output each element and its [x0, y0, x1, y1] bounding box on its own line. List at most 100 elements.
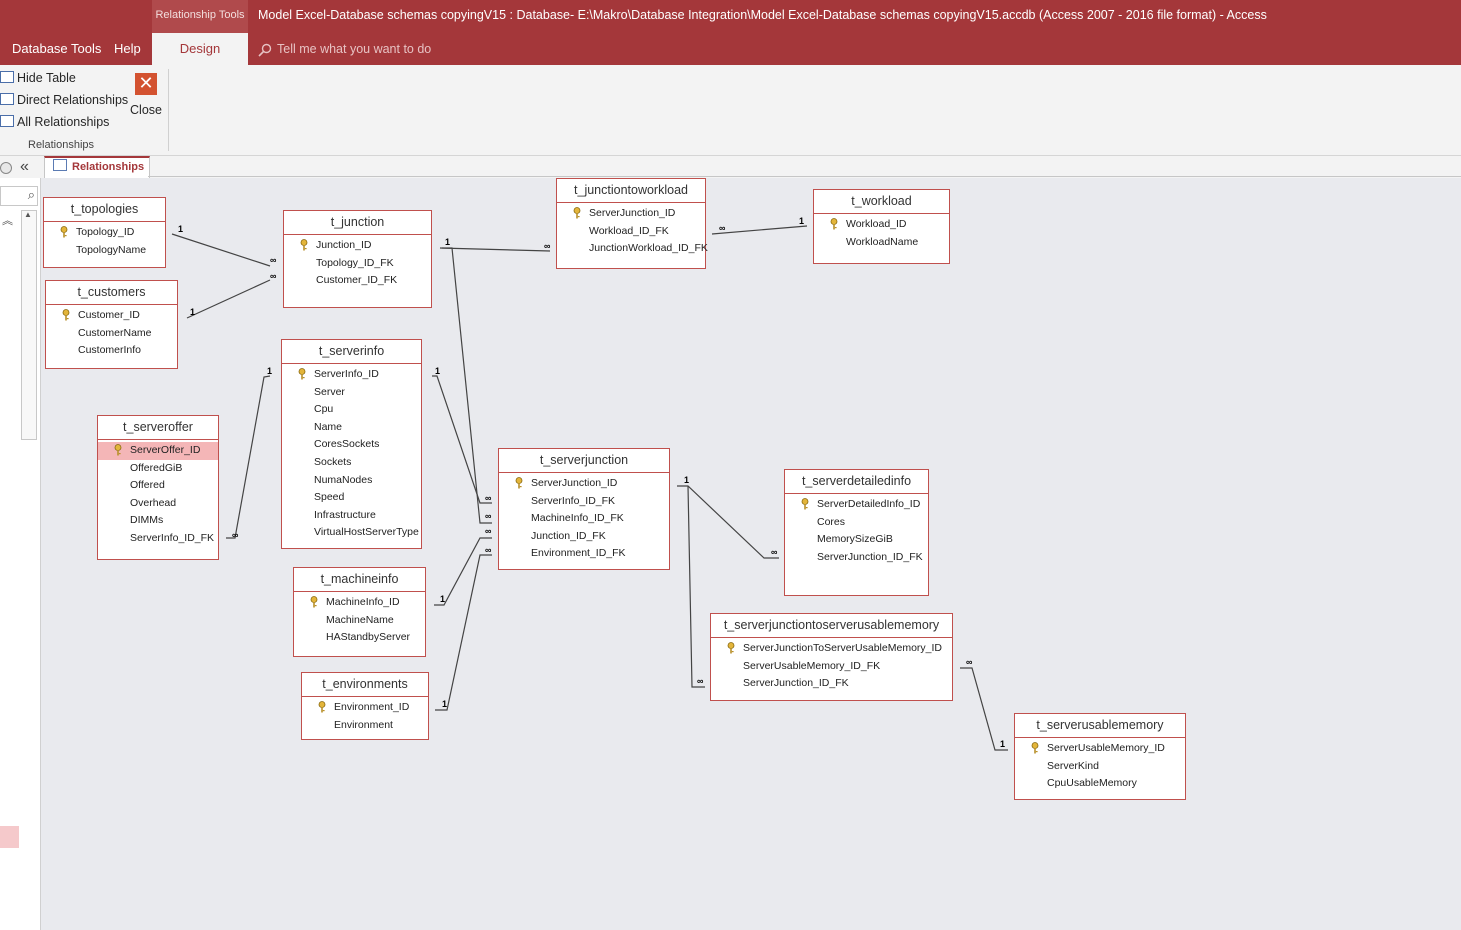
- relationship-line[interactable]: [226, 375, 271, 539]
- chevron-up-icon[interactable]: ︽: [2, 215, 13, 227]
- table-title[interactable]: t_junction: [284, 211, 431, 235]
- nav-dropdown-icon[interactable]: [0, 162, 12, 174]
- relationship-line[interactable]: [171, 233, 271, 267]
- field-row[interactable]: Environment_ID_FK: [499, 545, 669, 563]
- nav-selected-item[interactable]: [0, 826, 19, 848]
- field-row[interactable]: ServerUsableMemory_ID_FK: [711, 658, 952, 676]
- tab-design[interactable]: Design: [152, 33, 248, 65]
- field-row[interactable]: MachineName: [294, 612, 425, 630]
- field-row[interactable]: ServerOffer_ID: [98, 442, 218, 460]
- field-row[interactable]: ServerKind: [1015, 758, 1185, 776]
- table-title[interactable]: t_serveroffer: [98, 416, 218, 440]
- table-title[interactable]: t_serverinfo: [282, 340, 421, 364]
- table-title[interactable]: t_serverjunction: [499, 449, 669, 473]
- table-title[interactable]: t_workload: [814, 190, 949, 214]
- table-title[interactable]: t_serverjunctiontoserverusablememory: [711, 614, 952, 638]
- relationship-line[interactable]: [435, 554, 492, 711]
- field-row[interactable]: Customer_ID_FK: [284, 272, 431, 290]
- relationship-line[interactable]: [186, 279, 271, 319]
- field-row[interactable]: MachineInfo_ID_FK: [499, 510, 669, 528]
- tab-relationships[interactable]: Relationships: [44, 156, 150, 180]
- table-title[interactable]: t_serverusablememory: [1015, 714, 1185, 738]
- field-row[interactable]: Cores: [785, 514, 928, 532]
- field-row[interactable]: Topology_ID: [44, 224, 165, 242]
- field-row[interactable]: OfferedGiB: [98, 460, 218, 478]
- collapse-nav-icon[interactable]: «: [20, 158, 29, 175]
- field-row[interactable]: Topology_ID_FK: [284, 255, 431, 273]
- field-row[interactable]: ServerJunction_ID_FK: [711, 675, 952, 693]
- field-row[interactable]: ServerJunction_ID: [557, 205, 705, 223]
- all-relationships-button[interactable]: All Relationships: [0, 112, 109, 132]
- field-row[interactable]: Server: [282, 384, 421, 402]
- relationship-line[interactable]: [677, 485, 779, 559]
- field-row[interactable]: Environment: [302, 717, 428, 735]
- scroll-up-icon[interactable]: ▲: [24, 210, 32, 219]
- field-row[interactable]: Cpu: [282, 401, 421, 419]
- hide-table-button[interactable]: Hide Table: [0, 68, 76, 88]
- direct-relationships-button[interactable]: Direct Relationships: [0, 90, 128, 110]
- relationship-line[interactable]: [711, 225, 808, 235]
- relationship-line[interactable]: [442, 247, 492, 524]
- field-row[interactable]: Speed: [282, 489, 421, 507]
- table-title[interactable]: t_machineinfo: [294, 568, 425, 592]
- field-row[interactable]: Name: [282, 419, 421, 437]
- field-row[interactable]: ServerInfo_ID_FK: [499, 493, 669, 511]
- field-row[interactable]: CpuUsableMemory: [1015, 775, 1185, 793]
- field-row[interactable]: ServerUsableMemory_ID: [1015, 740, 1185, 758]
- tab-database-tools[interactable]: Database Tools: [12, 41, 102, 56]
- field-row[interactable]: ServerJunction_ID: [499, 475, 669, 493]
- field-row[interactable]: DIMMs: [98, 512, 218, 530]
- field-row[interactable]: Environment_ID: [302, 699, 428, 717]
- table-title[interactable]: t_environments: [302, 673, 428, 697]
- nav-scrollbar[interactable]: [21, 210, 37, 440]
- field-row[interactable]: Sockets: [282, 454, 421, 472]
- table-title[interactable]: t_topologies: [44, 198, 165, 222]
- field-row[interactable]: MemorySizeGiB: [785, 531, 928, 549]
- tab-help[interactable]: Help: [114, 41, 141, 56]
- field-row[interactable]: ServerInfo_ID_FK: [98, 530, 218, 548]
- relationship-line[interactable]: [434, 537, 492, 606]
- relationship-line[interactable]: [432, 375, 492, 504]
- field-row[interactable]: Workload_ID: [814, 216, 949, 234]
- nav-search-input[interactable]: ⌕: [0, 186, 38, 206]
- relationship-line[interactable]: [960, 667, 1008, 751]
- relationship-line[interactable]: [687, 485, 705, 688]
- field-row[interactable]: ServerJunction_ID_FK: [785, 549, 928, 567]
- field-row[interactable]: WorkloadName: [814, 234, 949, 252]
- field-row[interactable]: Customer_ID: [46, 307, 177, 325]
- field-row[interactable]: VirtualHostServerType: [282, 524, 421, 542]
- field-row[interactable]: JunctionWorkload_ID_FK: [557, 240, 708, 258]
- field-row[interactable]: HAStandbyServer: [294, 629, 425, 647]
- field-row[interactable]: Junction_ID_FK: [499, 528, 669, 546]
- field-row[interactable]: NumaNodes: [282, 472, 421, 490]
- field-row[interactable]: Overhead: [98, 495, 218, 513]
- relationship-line[interactable]: [439, 247, 551, 252]
- table-title[interactable]: t_customers: [46, 281, 177, 305]
- field-row[interactable]: CoresSockets: [282, 436, 421, 454]
- field-row[interactable]: Junction_ID: [284, 237, 431, 255]
- close-button[interactable]: ✕ Close: [128, 73, 164, 117]
- field-row[interactable]: ServerInfo_ID: [282, 366, 421, 384]
- field-row[interactable]: Offered: [98, 477, 218, 495]
- field-row[interactable]: ServerJunctionToServerUsableMemory_ID: [711, 640, 952, 658]
- field-row[interactable]: TopologyName: [44, 242, 165, 260]
- field-row[interactable]: CustomerInfo: [46, 342, 177, 360]
- field-row[interactable]: CustomerName: [46, 325, 177, 343]
- field-row[interactable]: Workload_ID_FK: [557, 223, 705, 241]
- field-row[interactable]: ServerDetailedInfo_ID: [785, 496, 928, 514]
- table-title[interactable]: t_junctiontoworkload: [557, 179, 705, 203]
